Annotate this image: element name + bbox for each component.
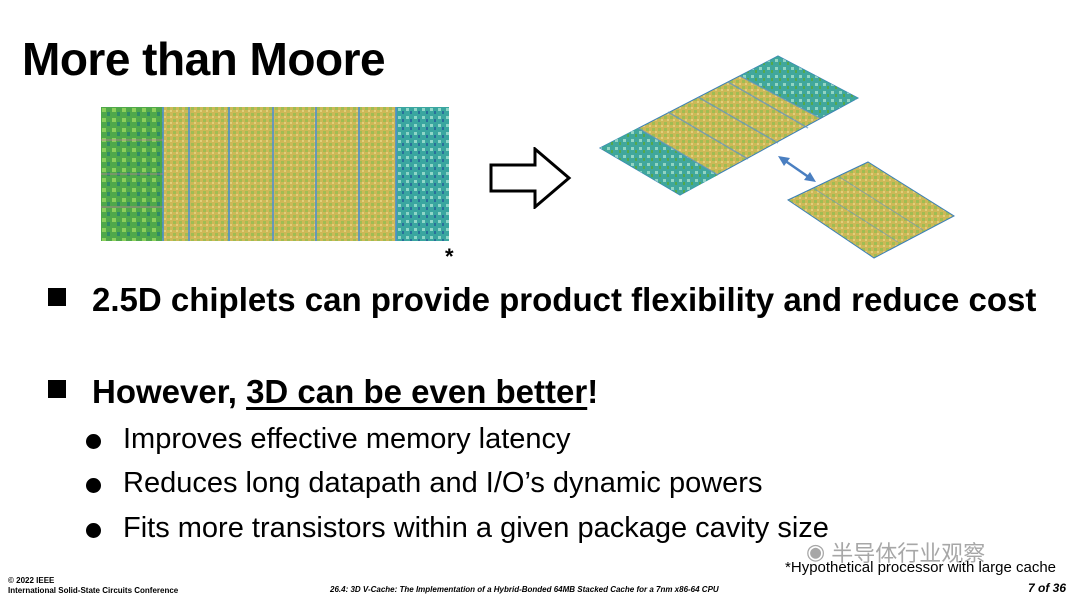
square-bullet-icon xyxy=(48,380,66,398)
watermark: ◉ 半导体行业观察 xyxy=(806,536,985,568)
sub-bullet-transistors: Fits more transistors within a given pac… xyxy=(86,511,829,545)
conference-text: International Solid-State Circuits Confe… xyxy=(8,586,179,595)
sub-bullet-power: Reduces long datapath and I/O’s dynamic … xyxy=(86,466,762,500)
bullet-text: 2.5D chiplets can provide product flexib… xyxy=(92,281,1037,318)
bullet-text-underlined: 3D can be even better xyxy=(246,373,588,410)
chip-die-image xyxy=(101,107,449,241)
page-number: 7 of 36 xyxy=(1028,581,1067,595)
round-bullet-icon xyxy=(86,523,101,538)
bullet-text: However, 3D can be even better! xyxy=(92,370,1048,413)
watermark-text: 半导体行业观察 xyxy=(831,541,986,566)
sub-bullet-text: Reduces long datapath and I/O’s dynamic … xyxy=(123,467,763,499)
sub-bullet-latency: Improves effective memory latency xyxy=(86,422,571,456)
wechat-icon: ◉ xyxy=(806,539,826,564)
asterisk-mark: * xyxy=(445,244,454,269)
bullet-text-pre: However, xyxy=(92,373,247,410)
footer-copyright: © 2022 IEEE International Solid-State Ci… xyxy=(8,576,178,596)
footnote: *Hypothetical processor with large cache xyxy=(785,559,1056,576)
sub-bullet-text: Improves effective memory latency xyxy=(123,423,571,455)
slide-title: More than Moore xyxy=(22,33,386,85)
right-arrow-icon xyxy=(489,147,572,209)
footer-paper-title: 26.4: 3D V-Cache: The Implementation of … xyxy=(330,585,719,594)
bullet-chiplets: 2.5D chiplets can provide product flexib… xyxy=(48,278,1048,321)
bullet-3d: However, 3D can be even better! xyxy=(48,370,1048,413)
bullet-text-post: ! xyxy=(587,373,599,410)
copyright-text: © 2022 IEEE xyxy=(8,576,55,585)
round-bullet-icon xyxy=(86,434,101,449)
stacked-die-image xyxy=(598,55,956,259)
round-bullet-icon xyxy=(86,478,101,493)
square-bullet-icon xyxy=(48,288,66,306)
sub-bullet-text: Fits more transistors within a given pac… xyxy=(123,512,829,544)
